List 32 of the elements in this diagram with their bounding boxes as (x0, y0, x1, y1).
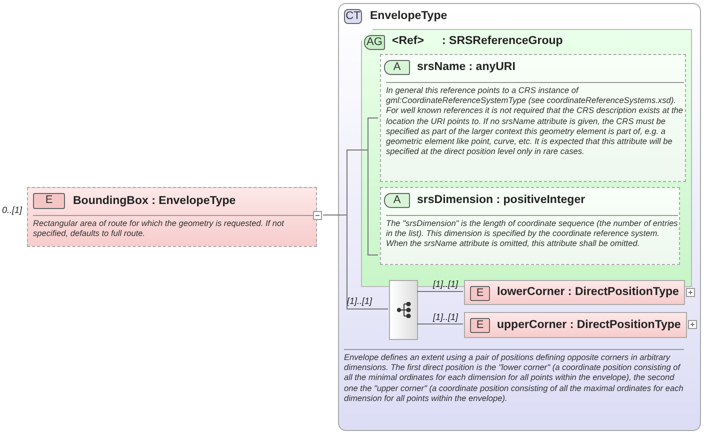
component-name: srsName : anyURI (417, 60, 516, 74)
cardinality-label: [1]..[1] (433, 312, 458, 322)
attribute-box (380, 54, 686, 182)
description-text: Rectangular area of route for which the geometry is requested. If not specified, defaults to full route. (33, 215, 313, 238)
type-badge: A (384, 193, 410, 208)
group-type-name: : SRSReferenceGroup (442, 34, 563, 48)
component-name: lowerCorner : DirectPositionType (497, 285, 679, 299)
element-box (464, 312, 687, 338)
component-name: EnvelopeType (370, 9, 448, 23)
description-text: In general this reference points to a CRS instance of gml:CoordinateReferenceSystemType (see coordinateReferenceSystems.xsd). For well known references it is not required that the CRS description exists at the location the URI points to. If no srsName attribute is given, the CRS must be specified as part of the larger context this geometry element is part of, e.g. a geometric element like point, curve, etc. It is expected that this attribute will be specified at the direct position level only in rare cases. (386, 82, 684, 156)
type-badge: AG (364, 35, 385, 50)
component-name: srsDimension : positiveInteger (417, 193, 586, 207)
component-name: BoundingBox : EnvelopeType (73, 194, 236, 208)
type-badge: E (470, 318, 490, 333)
element-box (27, 187, 317, 247)
type-badge: CT (344, 9, 362, 24)
element-box (464, 280, 685, 305)
description-text: The "srsDimension" is the length of coordinate sequence (the number of entries in the list). This dimension is specified by the coordinate reference system. When the srsName attribute is omitted, this attribute shall be omitted. (386, 215, 678, 249)
sequence-box (389, 280, 418, 340)
connector-line (416, 291, 464, 292)
type-badge: E (470, 286, 490, 301)
attribute-box (380, 187, 680, 265)
type-badge: A (384, 60, 410, 75)
description-text: Envelope defines an extent using a pair of positions defining opposite corners in arbitrary dimensions. The first direct position is the "lower corner" (a coordinate position consisting of all the minimal ordinates for each dimension for all points within the envelope), the second one the "upper corner" (a coordinate position consisting of all the maximal ordinates for each dimension for all points within the envelope). (344, 349, 684, 404)
cardinality-label: [1]..[1] (433, 279, 458, 289)
component-name: <Ref> (392, 34, 424, 48)
type-badge: E (33, 193, 65, 209)
complex-type-box (338, 3, 701, 431)
cardinality-label: 0..[1] (2, 205, 22, 215)
attribute-group-box (361, 29, 692, 287)
cardinality-label: [1]..[1] (347, 296, 372, 306)
component-name: upperCorner : DirectPositionType (497, 318, 681, 332)
